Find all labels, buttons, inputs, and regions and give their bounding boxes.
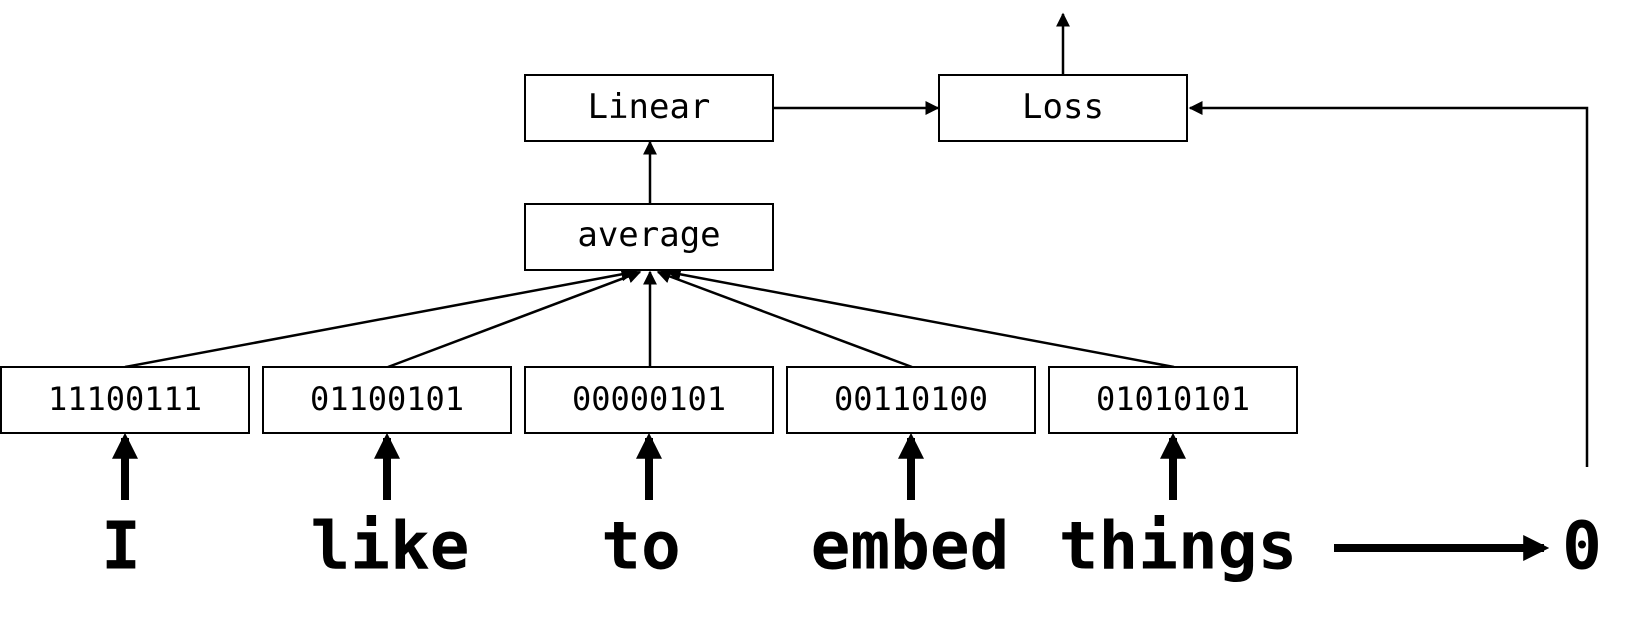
edge-emb1-average [124,267,636,369]
target-label: 0 [1562,508,1602,585]
word-token: like [311,508,470,585]
embedding-value: 01010101 [1096,380,1250,418]
loss-label: Loss [1022,87,1104,127]
embedding-to-average-edges [124,267,1175,369]
embedding-value: 00000101 [572,380,726,418]
linear-node: Linear [524,74,774,142]
embedding-node: 00000101 [524,366,774,434]
word-token: to [601,508,680,585]
linear-box [524,74,774,142]
embedding-value: 00110100 [834,380,988,418]
embedding-box [262,366,512,434]
edge-label-loss [1188,101,1589,467]
loss-node: Loss [938,74,1188,142]
edge-emb4-average [656,269,913,369]
embedding-node: 11100111 [0,366,250,434]
embedding-node: 01100101 [262,366,512,434]
word-token: I [101,508,141,585]
embedding-row: 11100111 01100101 00000101 00110100 0101… [0,366,1298,434]
average-label: average [577,215,720,255]
embedding-value: 11100111 [48,380,202,418]
linear-label: Linear [588,87,711,127]
embedding-box [0,366,250,434]
embedding-box [524,366,774,434]
average-box [524,203,774,271]
average-node: average [524,203,774,271]
embedding-node: 01010101 [1048,366,1298,434]
embedding-box [1048,366,1298,434]
embedding-node: 00110100 [786,366,1036,434]
edge-emb5-average [666,267,1175,369]
loss-box [938,74,1188,142]
word-token: things [1059,508,1297,585]
word-token: embed [811,508,1010,585]
edge-emb2-average [387,269,642,369]
embedding-box [786,366,1036,434]
word-to-embedding-arrows [112,432,1186,500]
embedding-value: 01100101 [310,380,464,418]
input-words: I like to embed things [101,508,1297,585]
